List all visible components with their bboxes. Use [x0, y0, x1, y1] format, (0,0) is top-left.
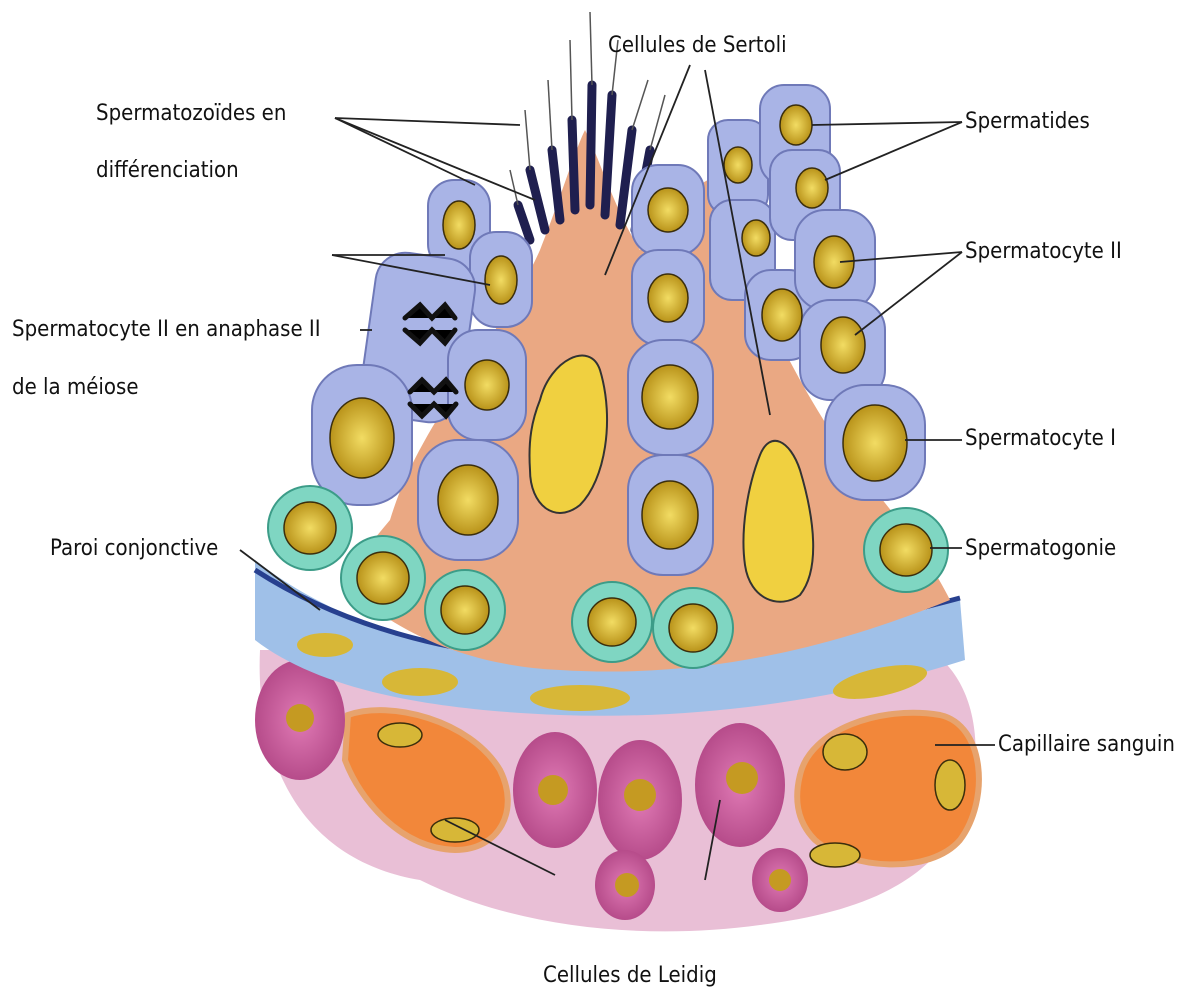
label-blood-capillary: Capillaire sanguin: [998, 731, 1175, 759]
label-connective-wall: Paroi conjonctive: [50, 535, 218, 563]
label-spermatids: Spermatides: [965, 108, 1090, 136]
label-spermatozoa-line1: Spermatozoïdes en: [96, 100, 286, 128]
label-spermatogonia: Spermatogonie: [965, 535, 1116, 563]
label-spermatozoa-line2: différenciation: [96, 157, 239, 185]
label-spermatocyte-1: Spermatocyte I: [965, 425, 1116, 453]
label-leydig-cells: Cellules de Leidig: [543, 962, 717, 990]
label-sertoli-cells: Cellules de Sertoli: [608, 32, 787, 60]
label-anaphase-line1: Spermatocyte II en anaphase II: [12, 316, 321, 344]
label-anaphase-line2: de la méiose: [12, 374, 139, 402]
label-spermatocyte-2: Spermatocyte II: [965, 238, 1122, 266]
